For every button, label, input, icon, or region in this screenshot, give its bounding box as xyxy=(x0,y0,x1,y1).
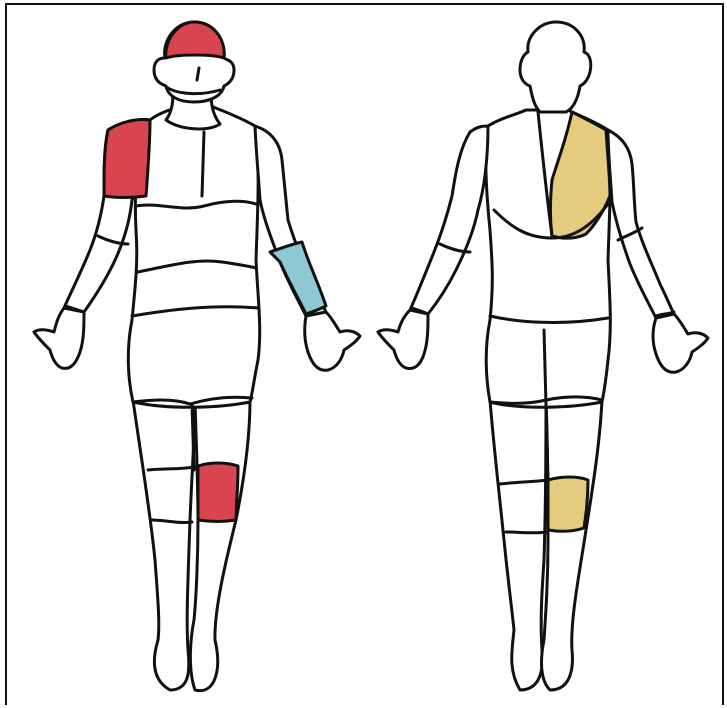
back-head xyxy=(520,22,591,112)
back-right-leg xyxy=(542,400,602,690)
back-left-arm xyxy=(410,126,488,314)
front-left-leg xyxy=(133,400,195,690)
front-right-hand xyxy=(305,312,360,370)
front-head-top-highlight xyxy=(166,22,224,58)
back-left-leg xyxy=(490,400,546,690)
front-right-shoulder-highlight xyxy=(104,119,150,197)
front-view-figure xyxy=(34,22,360,691)
back-right-arm xyxy=(608,130,674,318)
front-left-hand xyxy=(34,308,84,368)
front-mouth-line xyxy=(197,68,199,80)
back-right-hand xyxy=(653,314,708,372)
back-knee-highlight xyxy=(548,477,588,531)
front-chest-line xyxy=(202,132,204,196)
front-right-knee-highlight xyxy=(198,463,238,522)
back-view-figure xyxy=(378,22,708,690)
back-left-hand xyxy=(378,310,428,368)
front-right-leg xyxy=(190,400,250,691)
front-leg-split xyxy=(192,404,194,470)
back-calf-line xyxy=(506,532,546,533)
